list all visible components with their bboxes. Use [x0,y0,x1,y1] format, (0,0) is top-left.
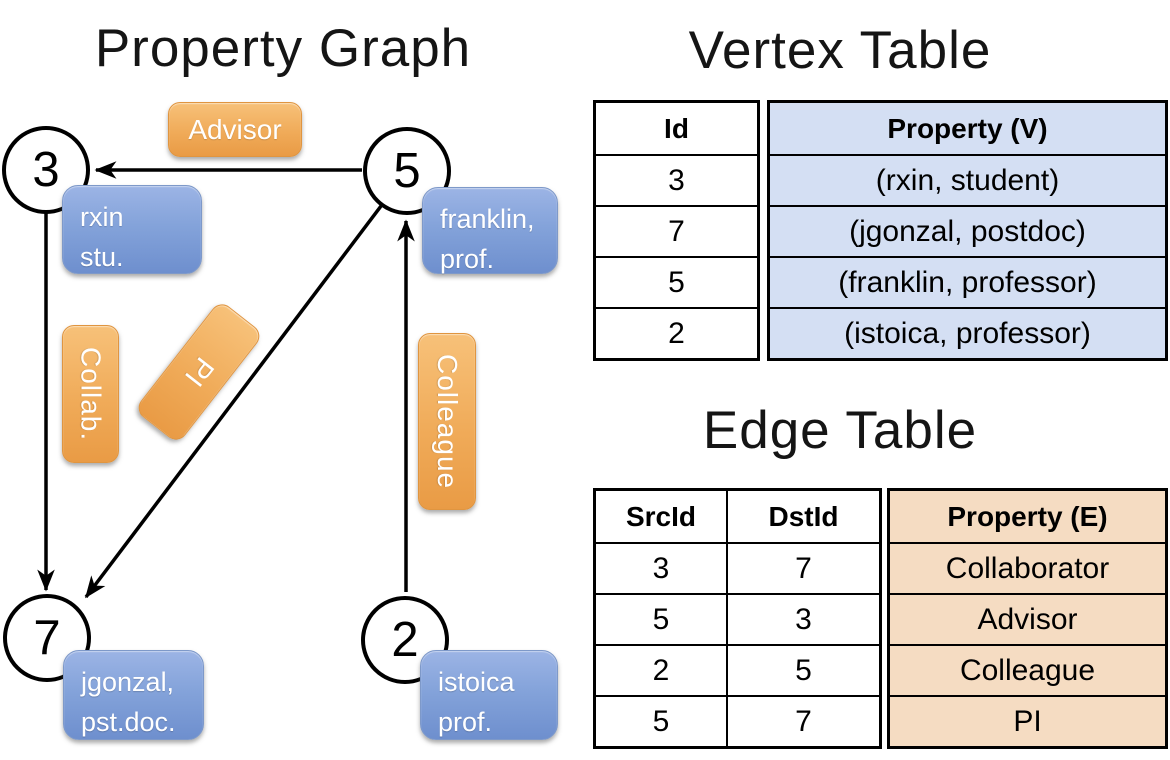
graph-node-2: 2 [361,596,449,684]
graph-edges-layer [37,161,415,599]
vertex-table-property-header: Property (V) [770,103,1165,154]
edge-table-srcid-cell: 2 [596,644,726,695]
vertex-property-box-franklin: franklin, prof. [422,187,558,274]
edge-table-dstid-header: DstId [768,500,839,532]
edge-label-collab: Collab. [62,325,119,463]
vertex-table-id-cell: 3 [596,154,757,205]
vertex-table-property-column: Property (V) (rxin, student) (jgonzal, p… [767,100,1168,361]
edge-table-property-cell: PI [890,695,1165,746]
vertex-table-title: Vertex Table [688,21,992,80]
edge-table-property-cell: Advisor [890,593,1165,644]
vertex-table-property-cell: (rxin, student) [770,154,1165,205]
edge-table-dstid-cell: 7 [728,542,879,593]
edge-table-property-cell: Colleague [890,644,1165,695]
vertex-table-id-column: Id 3 7 5 2 [593,100,760,361]
edge-table-srcid-cell: 3 [596,542,726,593]
edge-line-pi-5-to-7 [84,204,383,599]
vertex-table-id-cell: 2 [596,307,757,358]
vertex-table-property-cell: (istoica, professor) [770,307,1165,358]
edge-table-ids-block: SrcId 3 5 2 5 DstId 7 3 5 7 [593,488,882,749]
edge-table-srcid-column: SrcId 3 5 2 5 [596,491,726,746]
edge-table-property-column: Property (E) Collaborator Advisor Collea… [887,488,1168,749]
vertex-table-property-cell: (franklin, professor) [770,256,1165,307]
vertex-table-property-cell: (jgonzal, postdoc) [770,205,1165,256]
edge-label-advisor: Advisor [168,102,302,157]
edge-table-dstid-cell: 5 [728,644,879,695]
edge-table-title: Edge Table [702,401,978,460]
edge-table-dstid-column: DstId 7 3 5 7 [726,491,879,746]
vertex-table-id-cell: 5 [596,256,757,307]
graph-node-5: 5 [363,127,451,215]
vertex-property-box-jgonzal: jgonzal, pst.doc. [63,650,204,740]
property-graph-title: Property Graph [94,19,472,78]
edge-table-srcid-header: SrcId [625,500,697,532]
vertex-table-id-header: Id [664,112,689,144]
vertex-property-box-rxin: rxin stu. [62,185,202,274]
edge-table-dstid-cell: 3 [728,593,879,644]
edge-table-property-cell: Collaborator [890,542,1165,593]
edge-table-property-header: Property (E) [890,491,1165,542]
vertex-table-id-cell: 7 [596,205,757,256]
edge-table-srcid-cell: 5 [596,593,726,644]
vertex-property-box-istoica: istoica prof. [420,650,558,740]
edge-table-dstid-cell: 7 [728,695,879,746]
edge-label-colleague: Colleague [418,333,476,510]
edge-table-srcid-cell: 5 [596,695,726,746]
